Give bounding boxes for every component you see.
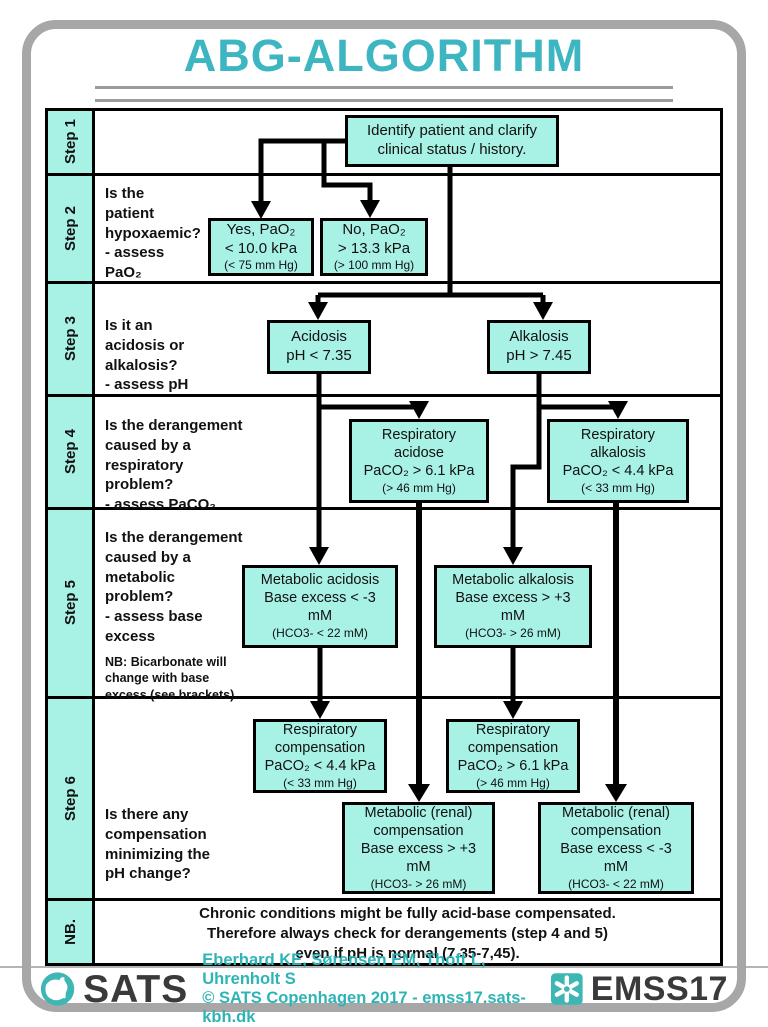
flow-box-met-renal-comp-alk: Metabolic (renal) compensation Base exce… bbox=[342, 802, 495, 894]
row-step6: Step 6 bbox=[48, 699, 720, 901]
flow-box-resp-comp-acid: Respiratory compensation PaCO₂ < 4.4 kPa… bbox=[253, 719, 387, 793]
step4-cell: Step 4 bbox=[48, 397, 95, 507]
flow-box-resp-comp-alk: Respiratory compensation PaCO₂ > 6.1 kPa… bbox=[446, 719, 580, 793]
flow-box-sub: (> 46 mm Hg) bbox=[476, 775, 550, 790]
step6-label: Step 6 bbox=[61, 775, 79, 821]
step4-label: Step 4 bbox=[61, 429, 79, 475]
flow-box-sub: (> 100 mm Hg) bbox=[333, 258, 415, 273]
flow-box-text: Metabolic (renal) compensation Base exce… bbox=[560, 804, 672, 875]
step1-label: Step 1 bbox=[61, 119, 79, 165]
title-divider bbox=[95, 86, 673, 102]
flow-box-sub: (< 75 mm Hg) bbox=[224, 258, 298, 273]
sats-logo-icon bbox=[40, 972, 75, 1006]
flow-box-text: Acidosis pH < 7.35 bbox=[286, 328, 352, 364]
flow-box-sub: (HCO3- < 22 mM) bbox=[272, 626, 368, 641]
copyright-line: © SATS Copenhagen 2017 - emss17.sats-kbh… bbox=[202, 989, 526, 1026]
step1-cell: Step 1 bbox=[48, 111, 95, 173]
flow-box-sub: (> 46 mm Hg) bbox=[382, 480, 456, 495]
question-step4: Is the derangement caused by a respirato… bbox=[105, 417, 243, 514]
question-step5: Is the derangement caused by a metabolic… bbox=[105, 529, 243, 645]
flow-box-identify: Identify patient and clarify clinical st… bbox=[345, 115, 559, 167]
flow-box-resp-acidose: Respiratory acidose PaCO₂ > 6.1 kPa (> 4… bbox=[349, 419, 489, 503]
flow-box-hypox-no: No, PaO₂ > 13.3 kPa (> 100 mm Hg) bbox=[320, 218, 428, 276]
flow-box-acidosis: Acidosis pH < 7.35 bbox=[267, 320, 371, 374]
step6-cell: Step 6 bbox=[48, 699, 95, 898]
question-step2: Is the patient hypoxaemic? - assess PaO₂ bbox=[105, 185, 201, 282]
page-title: ABG-ALGORITHM bbox=[183, 30, 585, 81]
nb-label: NB. bbox=[61, 919, 79, 945]
flow-box-text: Alkalosis pH > 7.45 bbox=[506, 328, 572, 364]
question-step6: Is there any compensation minimizing the… bbox=[105, 806, 210, 883]
step2-cell: Step 2 bbox=[48, 176, 95, 281]
flow-box-text: Respiratory alkalosis PaCO₂ < 4.4 kPa bbox=[562, 426, 674, 479]
step5-label: Step 5 bbox=[61, 580, 79, 626]
flow-box-text: Metabolic (renal) compensation Base exce… bbox=[360, 804, 477, 875]
step2-label: Step 2 bbox=[61, 205, 79, 251]
flow-box-text: Metabolic acidosis Base excess < -3 mM bbox=[260, 572, 380, 625]
nb-cell: NB. bbox=[48, 901, 95, 963]
footer: SATS Eberhard KE, Sørensen EM, Thoft L, … bbox=[40, 951, 728, 1026]
flow-box-text: Yes, PaO₂ < 10.0 kPa bbox=[224, 221, 298, 257]
algorithm-table: Step 1 Step 2 Step 3 Step 4 Step 5 Step … bbox=[45, 108, 723, 966]
flow-box-alkalosis: Alkalosis pH > 7.45 bbox=[487, 320, 591, 374]
step3-label: Step 3 bbox=[61, 316, 79, 362]
flow-box-text: Metabolic alkalosis Base excess > +3 mM bbox=[452, 572, 574, 625]
flow-box-sub: (HCO3- > 26 mM) bbox=[465, 626, 561, 641]
footer-credits: Eberhard KE, Sørensen EM, Thoft L, Uhren… bbox=[202, 951, 537, 1027]
flow-box-met-alkalosis: Metabolic alkalosis Base excess > +3 mM … bbox=[434, 565, 592, 648]
flow-box-sub: (HCO3- < 22 mM) bbox=[568, 876, 664, 891]
flow-box-text: No, PaO₂ > 13.3 kPa bbox=[337, 221, 411, 257]
question-step3: Is it an acidosis or alkalosis? - assess… bbox=[105, 317, 189, 394]
flow-box-met-renal-comp-acid: Metabolic (renal) compensation Base exce… bbox=[538, 802, 694, 894]
flow-box-text: Identify patient and clarify clinical st… bbox=[366, 122, 538, 158]
step3-cell: Step 3 bbox=[48, 284, 95, 394]
flow-box-hypox-yes: Yes, PaO₂ < 10.0 kPa (< 75 mm Hg) bbox=[208, 218, 314, 276]
step5-cell: Step 5 bbox=[48, 510, 95, 696]
footer-divider bbox=[0, 966, 768, 968]
flow-box-sub: (< 33 mm Hg) bbox=[581, 480, 655, 495]
authors-line: Eberhard KE, Sørensen EM, Thoft L, Uhren… bbox=[202, 951, 486, 989]
sats-wordmark: SATS bbox=[83, 967, 189, 1011]
nb-note-text: Chronic conditions might be fully acid-b… bbox=[199, 905, 616, 962]
flow-box-text: Respiratory compensation PaCO₂ > 6.1 kPa bbox=[457, 721, 569, 774]
flow-box-sub: (HCO3- > 26 mM) bbox=[370, 876, 467, 891]
flow-box-resp-alkalosis: Respiratory alkalosis PaCO₂ < 4.4 kPa (<… bbox=[547, 419, 689, 503]
row-step5: Step 5 bbox=[48, 510, 720, 699]
flow-box-met-acidosis: Metabolic acidosis Base excess < -3 mM (… bbox=[242, 565, 398, 648]
flow-box-text: Respiratory acidose PaCO₂ > 6.1 kPa bbox=[363, 426, 475, 479]
row-nb: NB. bbox=[48, 901, 720, 963]
star-of-life-icon bbox=[551, 973, 583, 1005]
flow-box-sub: (< 33 mm Hg) bbox=[283, 775, 357, 790]
note-step5: NB: Bicarbonate will change with base ex… bbox=[105, 655, 238, 702]
emss17-wordmark: EMSS17 bbox=[590, 970, 728, 1008]
flow-box-text: Respiratory compensation PaCO₂ < 4.4 kPa bbox=[264, 721, 376, 774]
